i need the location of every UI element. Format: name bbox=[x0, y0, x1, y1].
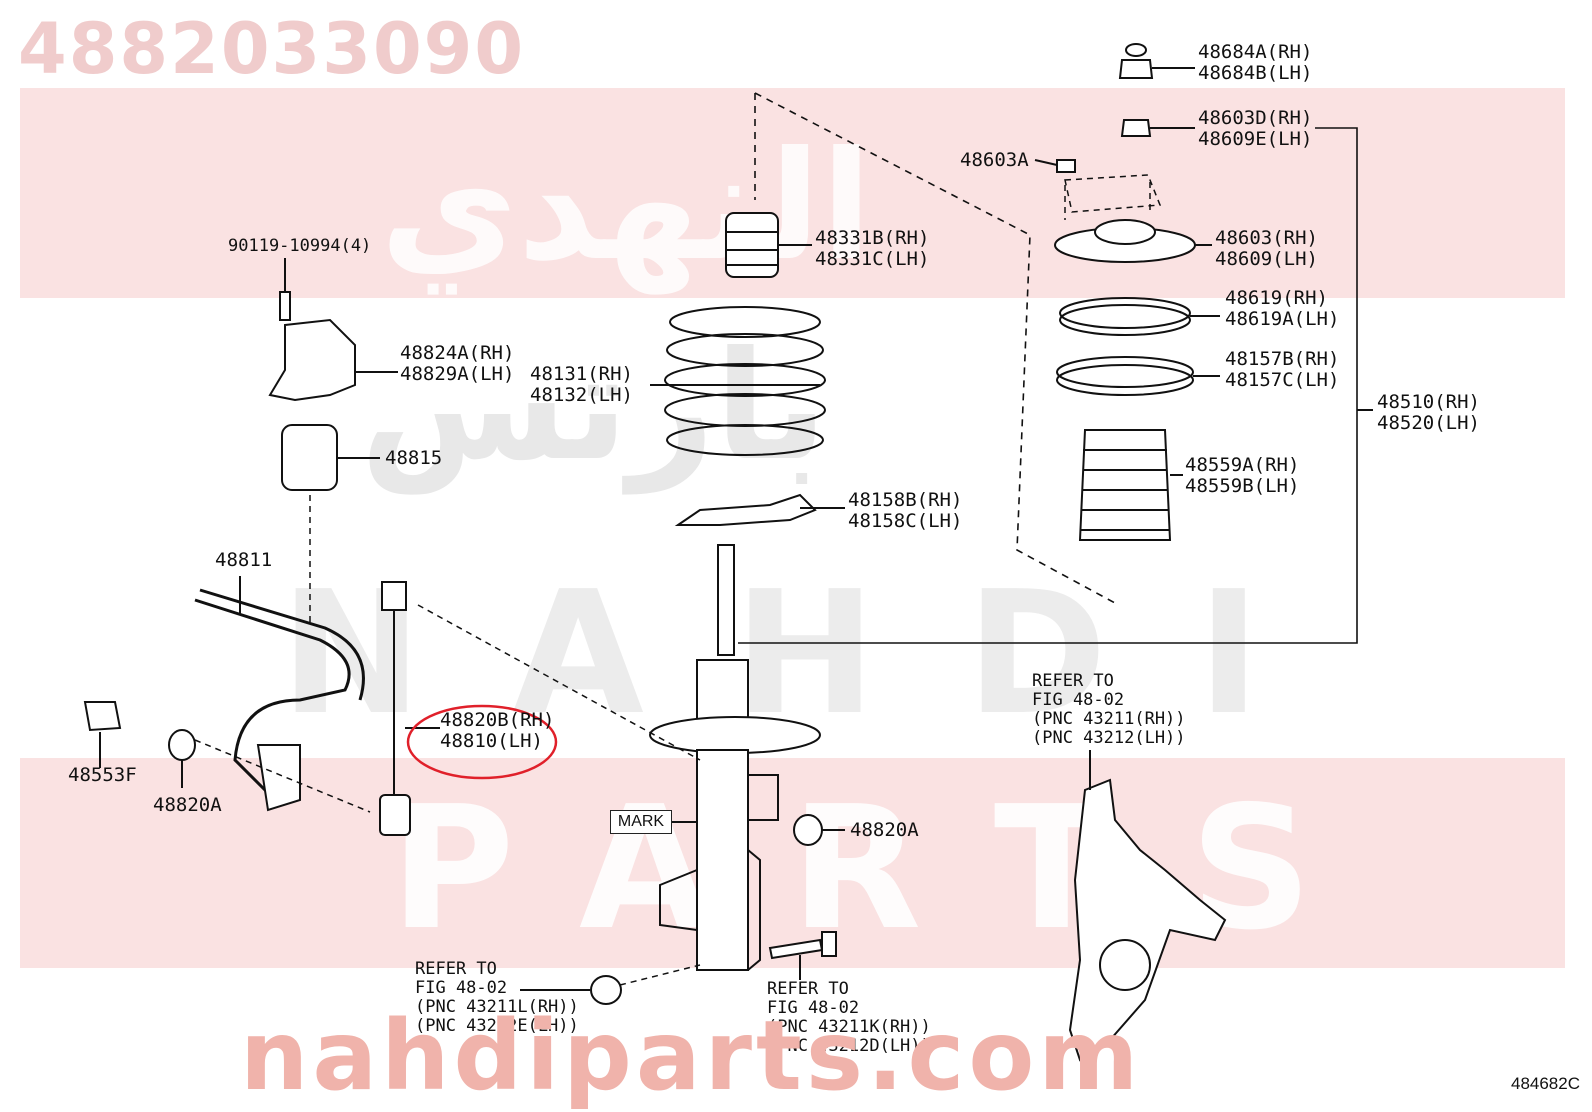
label-48603a-nut: 48603A bbox=[960, 149, 1029, 171]
label-48603d-nut: 48603D(RH) 48609E(LH) bbox=[1198, 107, 1313, 150]
highlight-circle bbox=[406, 704, 558, 780]
watermark-arabic-1: النهدي bbox=[380, 120, 873, 294]
watermark-arabic-2: بارتس bbox=[360, 320, 828, 494]
label-48157-upper-seat: 48157B(RH) 48157C(LH) bbox=[1225, 348, 1340, 391]
watermark-site: nahdiparts.com bbox=[240, 1000, 1143, 1112]
label-48331-bump-stopper: 48331B(RH) 48331C(LH) bbox=[815, 227, 930, 270]
label-refer-bolt: REFER TO FIG 48-02 (PNC 43211K(RH)) (PNC… bbox=[767, 979, 931, 1056]
label-48824-bracket: 48824A(RH) 48829A(LH) bbox=[400, 342, 515, 385]
label-48820a-nut-left: 48820A bbox=[153, 794, 222, 816]
label-48820b-stabilizer-link: 48820B(RH) 48810(LH) bbox=[440, 709, 555, 752]
label-48684-cap: 48684A(RH) 48684B(LH) bbox=[1198, 41, 1313, 84]
label-90119-bolt: 90119-10994(4) bbox=[228, 236, 372, 256]
label-48131-coil-spring: 48131(RH) 48132(LH) bbox=[530, 363, 633, 406]
label-refer-knuckle: REFER TO FIG 48-02 (PNC 43211(RH)) (PNC … bbox=[1032, 671, 1186, 748]
label-48815-bushing: 48815 bbox=[385, 447, 443, 469]
label-48158-lower-seat: 48158B(RH) 48158C(LH) bbox=[848, 489, 963, 532]
label-48559-dust-boot: 48559A(RH) 48559B(LH) bbox=[1185, 454, 1300, 497]
label-48820a-nut-right: 48820A bbox=[850, 819, 919, 841]
label-48811-stabilizer-bar: 48811 bbox=[215, 549, 273, 571]
label-48553f-nut: 48553F bbox=[68, 764, 137, 786]
label-48619-bearing: 48619(RH) 48619A(LH) bbox=[1225, 287, 1340, 330]
mark-box: MARK bbox=[610, 810, 672, 834]
label-48603-support: 48603(RH) 48609(LH) bbox=[1215, 227, 1318, 270]
label-48510-strut: 48510(RH) 48520(LH) bbox=[1377, 391, 1480, 434]
watermark-band-top bbox=[20, 88, 1565, 298]
label-refer-nut: REFER TO FIG 48-02 (PNC 43211L(RH)) (PNC… bbox=[415, 959, 579, 1036]
watermark-part-number: 4882033090 bbox=[18, 8, 526, 90]
figure-id: 484682C bbox=[1510, 1074, 1580, 1093]
